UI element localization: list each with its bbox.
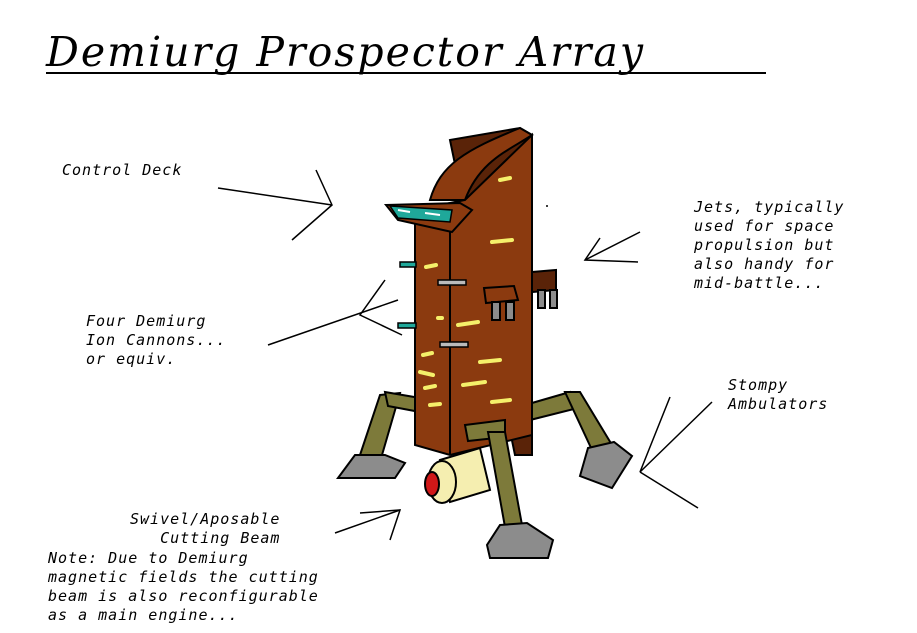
label-cutting-beam: Swivel/Aposable Cutting Beam <box>130 510 280 548</box>
label-line: Cutting Beam <box>160 529 281 547</box>
leg-back-left <box>336 390 421 479</box>
label-line: or equiv. <box>86 350 177 368</box>
cutting-beam <box>424 446 492 504</box>
label-line: Stompy <box>728 376 789 394</box>
leg-back-right <box>523 390 634 490</box>
label-note: Note: Due to Demiurg magnetic fields the… <box>48 549 319 625</box>
hull-streaks <box>418 176 514 407</box>
label-line: as a main engine... <box>48 606 239 624</box>
label-control-deck: Control Deck <box>62 161 182 180</box>
label-line: beam is also reconfigurable <box>48 587 319 605</box>
label-line: Ambulators <box>728 395 829 413</box>
jets <box>482 268 558 321</box>
label-line: Note: Due to Demiurg <box>48 549 249 567</box>
title-underline <box>46 72 766 74</box>
label-jets: Jets, typically used for space propulsio… <box>694 198 844 293</box>
label-stompy-ambulators: Stompy Ambulators <box>728 376 828 414</box>
label-line: Control Deck <box>62 161 183 179</box>
label-line: Ion Cannons... <box>86 331 227 349</box>
label-line: also handy for <box>694 255 835 273</box>
pointer-arrows <box>217 169 713 541</box>
label-line: magnetic fields the cutting <box>48 568 319 586</box>
label-line: Four Demiurg <box>86 312 207 330</box>
ion-cannons <box>397 261 469 348</box>
label-ion-cannons: Four Demiurg Ion Cannons... or equiv. <box>86 312 226 369</box>
diagram-title: Demiurg Prospector Array <box>46 28 645 76</box>
label-line: used for space <box>694 217 835 235</box>
leg-front-center <box>463 418 555 559</box>
control-deck <box>383 201 474 234</box>
label-line: mid-battle... <box>694 274 825 292</box>
label-line: Jets, typically <box>694 198 845 216</box>
hull-top <box>428 126 534 201</box>
label-line: Swivel/Aposable <box>130 510 281 528</box>
label-line: propulsion but <box>694 236 835 254</box>
